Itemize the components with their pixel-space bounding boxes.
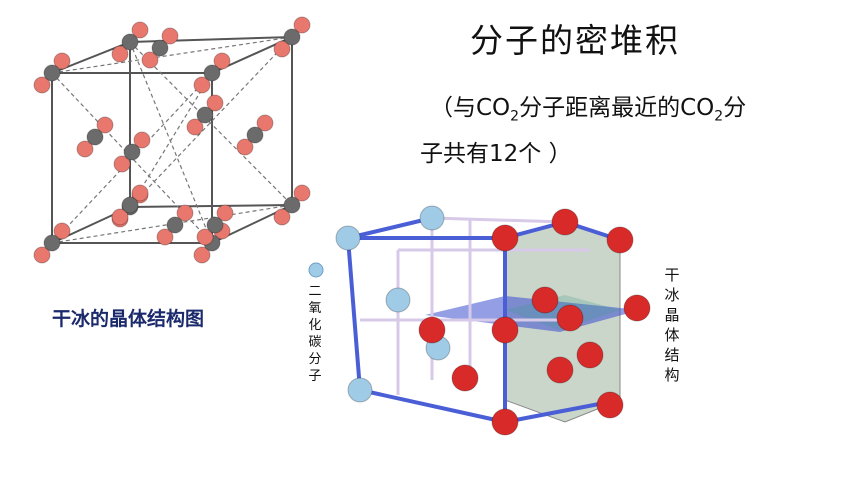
co2-molecule-red: [491, 316, 519, 344]
carbon-atom: [283, 196, 301, 214]
oxygen-atom: [111, 208, 129, 226]
page-title: 分子的密堆积: [470, 21, 680, 60]
oxygen-atom: [156, 228, 174, 246]
oxygen-atom: [111, 45, 129, 63]
carbon-atom: [283, 28, 301, 46]
co2-molecule-label-char: 化: [308, 318, 322, 333]
co2-molecule-red: [418, 316, 446, 344]
carbon-atom: [166, 216, 184, 234]
co2-molecule-red: [596, 391, 624, 419]
co2-molecule-label-char: 分: [308, 352, 322, 367]
oxygen-atom: [33, 246, 51, 264]
dry-ice-crystal-label-char: 构: [664, 366, 680, 384]
co2-molecule-red: [546, 356, 574, 384]
oxygen-atom: [53, 52, 71, 70]
carbon-atom: [206, 216, 224, 234]
carbon-atom: [121, 33, 139, 51]
oxygen-atom: [76, 140, 94, 158]
carbon-atom: [121, 196, 139, 214]
co2-molecule-light: [419, 205, 445, 231]
co2-molecule-label-char: 氧: [308, 301, 322, 316]
carbon-atom: [86, 128, 104, 146]
oxygen-atom: [131, 21, 149, 39]
oxygen-atom: [236, 138, 254, 156]
oxygen-atom: [196, 228, 214, 246]
description-line-2: 子共有12个 ）: [420, 141, 572, 167]
co2-molecule-light: [335, 225, 361, 251]
oxygen-atom: [273, 40, 291, 58]
blue-plane: [425, 296, 640, 332]
dry-ice-crystal-label-char: 体: [664, 326, 680, 344]
description-line-1: （与CO2分子距离最近的CO2分: [430, 88, 746, 125]
oxygen-atom: [96, 116, 114, 134]
left-figure-caption: 干冰的晶体结构图: [52, 308, 205, 330]
dry-ice-crystal-label: 干冰晶体结构: [662, 265, 682, 385]
carbon-atom: [203, 64, 221, 82]
co2-molecule-red: [623, 294, 651, 322]
oxygen-atom: [141, 51, 159, 69]
carbon-atom: [43, 64, 61, 82]
oxygen-atom: [273, 208, 291, 226]
co2-molecule-label-char: 碳: [308, 335, 322, 350]
oxygen-atom: [133, 131, 151, 149]
desc-prefix: （与CO: [430, 95, 511, 121]
co2-legend-dot: [308, 262, 324, 278]
dry-ice-crystal-label-char: 晶: [664, 306, 680, 324]
oxygen-atom: [113, 155, 131, 173]
co2-molecule-label-char: 子: [308, 369, 322, 384]
oxygen-atom: [131, 184, 149, 202]
oxygen-atom: [193, 246, 211, 264]
oxygen-atom: [53, 222, 71, 240]
oxygen-atom: [176, 204, 194, 222]
desc-suffix: 分: [723, 95, 747, 121]
co2-molecule-red: [491, 408, 519, 436]
dry-ice-crystal-label-char: 干: [664, 266, 680, 284]
oxygen-atom: [161, 27, 179, 45]
oxygen-atom: [256, 114, 274, 132]
co2-molecule-red: [531, 286, 559, 314]
oxygen-atom: [216, 204, 234, 222]
desc-subscript-2: 2: [714, 108, 724, 125]
oxygen-atom: [293, 16, 311, 34]
co2-molecule-label-char: 二: [308, 284, 322, 299]
oxygen-atom: [206, 94, 224, 112]
carbon-atom: [246, 126, 264, 144]
oxygen-atom: [213, 52, 231, 70]
desc-mid: 分子距离最近的CO: [519, 95, 715, 121]
carbon-atom: [196, 106, 214, 124]
co2-molecule-red: [491, 224, 519, 252]
oxygen-atom: [293, 184, 311, 202]
co2-molecule-light: [347, 377, 373, 403]
co2-molecule-label: 二氧化碳分子: [306, 283, 324, 385]
oxygen-atom: [33, 76, 51, 94]
co2-molecule-red: [606, 226, 634, 254]
carbon-atom: [151, 39, 169, 57]
oxygen-atom: [186, 118, 204, 136]
co2-molecule-red: [451, 364, 479, 392]
co2-molecule-red: [551, 208, 579, 236]
carbon-atom: [123, 143, 141, 161]
co2-molecule-red: [556, 304, 584, 332]
co2-molecule-light: [385, 287, 411, 313]
carbon-atom: [43, 234, 61, 252]
desc-subscript: 2: [510, 108, 520, 125]
co2-molecule-red: [576, 341, 604, 369]
dry-ice-crystal-label-char: 冰: [664, 286, 680, 304]
dry-ice-crystal-label-char: 结: [664, 346, 680, 364]
oxygen-atom: [193, 76, 211, 94]
